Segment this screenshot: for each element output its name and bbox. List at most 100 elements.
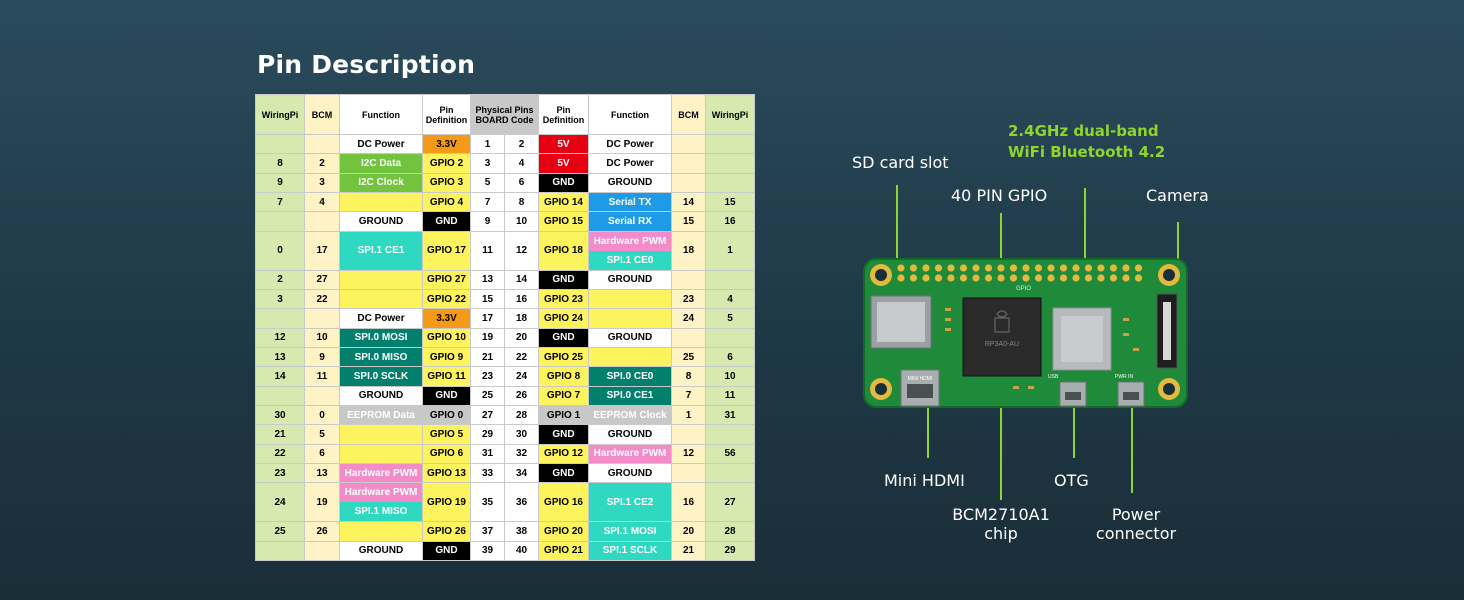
pin-definition-left-cell: GPIO 13 xyxy=(422,463,471,484)
physical-pin-right-cell: 18 xyxy=(504,308,539,329)
function-right-cell: Serial TX xyxy=(588,192,672,213)
bcm-left-cell: 0 xyxy=(304,405,340,426)
pin-definition-left-cell: GPIO 3 xyxy=(422,172,471,194)
wifi-label-line2: WiFi Bluetooth 4.2 xyxy=(1008,143,1166,161)
function-left-cell: GROUND xyxy=(339,211,423,232)
gpio-pad xyxy=(1072,264,1080,272)
physical-pin-left-cell: 3 xyxy=(470,153,505,174)
wiringpi-left-cell xyxy=(255,308,305,329)
gpio-pad xyxy=(1109,264,1118,272)
wiringpi-left-cell: 25 xyxy=(255,521,305,542)
bcm-right-cell: 18 xyxy=(671,230,706,271)
pin-definition-right-cell: GND xyxy=(538,327,589,348)
function-right-cell xyxy=(588,308,672,329)
function-left-cell-part: SPI.1 MISO xyxy=(340,502,422,521)
header-wiringpi-left: WiringPi xyxy=(255,94,305,135)
gpio-pad xyxy=(1122,274,1130,282)
physical-pin-left-cell: 17 xyxy=(470,308,505,329)
bcm-left-cell: 22 xyxy=(304,288,340,310)
physical-pin-left-cell: 27 xyxy=(470,405,505,426)
function-right-cell: GROUND xyxy=(588,463,672,484)
bcm-right-cell: 16 xyxy=(671,482,706,523)
pin-definition-right-cell: GPIO 7 xyxy=(538,385,589,407)
page-title: Pin Description xyxy=(257,50,476,79)
pin-definition-left-cell: GPIO 2 xyxy=(422,153,471,174)
sd-card-leader xyxy=(896,185,898,295)
bcm-right-cell: 1 xyxy=(671,405,706,426)
wiringpi-right-cell: 28 xyxy=(705,521,755,542)
pin-definition-left-cell: 3.3V xyxy=(422,133,471,155)
gpio-pad xyxy=(909,274,918,282)
physical-pin-right-cell: 30 xyxy=(504,424,539,445)
gpio-pad xyxy=(1097,264,1105,272)
physical-pin-right-cell: 36 xyxy=(504,482,539,523)
gpio-pad xyxy=(1072,274,1080,282)
pin-definition-left-cell: GPIO 6 xyxy=(422,443,471,465)
power-label-line1: Power xyxy=(1111,505,1161,524)
header-physical-pins: Physical Pins BOARD Code xyxy=(470,94,539,135)
wiringpi-right-cell: 4 xyxy=(705,288,755,310)
gpio-pad xyxy=(1009,264,1018,272)
wiringpi-right-cell: 31 xyxy=(705,405,755,426)
function-right-cell: SPI.1 CE2 xyxy=(588,482,672,523)
wiringpi-right-cell xyxy=(705,153,755,174)
gpio-pad xyxy=(934,264,943,272)
physical-pin-left-cell: 5 xyxy=(470,172,505,194)
gpio-pad xyxy=(947,274,955,282)
function-left-cell: I2C Data xyxy=(339,153,423,174)
wiringpi-right-cell xyxy=(705,172,755,194)
gpio-pad xyxy=(922,264,930,272)
wiringpi-left-cell: 22 xyxy=(255,443,305,465)
otg-usb-port-opening xyxy=(1065,392,1081,400)
bcm-left-cell xyxy=(304,385,340,407)
wiringpi-right-cell: 16 xyxy=(705,211,755,232)
usb-silkscreen: USB xyxy=(1048,374,1059,380)
wiringpi-right-cell xyxy=(705,133,755,155)
physical-pin-right-cell: 34 xyxy=(504,463,539,484)
pin-definition-right-cell: GPIO 21 xyxy=(538,540,589,561)
bcm-right-cell xyxy=(671,327,706,348)
gpio-silkscreen: GPIO xyxy=(1016,286,1031,292)
physical-pin-right-cell: 28 xyxy=(504,405,539,426)
pin-definition-right-cell: GND xyxy=(538,463,589,484)
camera-label: Camera xyxy=(1146,186,1209,205)
physical-pin-right-cell: 4 xyxy=(504,153,539,174)
bcm-left-cell: 5 xyxy=(304,424,340,445)
physical-pin-left-cell: 35 xyxy=(470,482,505,523)
function-right-cell-part: SPI.1 CE0 xyxy=(589,250,671,270)
wiringpi-right-cell: 29 xyxy=(705,540,755,561)
gpio-pad xyxy=(1022,264,1030,272)
gpio-pad xyxy=(972,274,980,282)
mini-hdmi-port-opening xyxy=(907,384,933,398)
pin-definition-right-cell: GPIO 14 xyxy=(538,192,589,213)
pin-definition-right-cell: GPIO 12 xyxy=(538,443,589,465)
bcm-left-cell: 17 xyxy=(304,230,340,271)
physical-pin-right-cell: 16 xyxy=(504,288,539,310)
wiringpi-left-cell: 12 xyxy=(255,327,305,348)
bcm-right-cell: 24 xyxy=(671,308,706,329)
function-left-cell xyxy=(339,443,423,465)
bcm-left-cell: 4 xyxy=(304,192,340,213)
physical-pin-left-cell: 33 xyxy=(470,463,505,484)
header-function-left: Function xyxy=(339,94,423,135)
gpio-leader xyxy=(1000,213,1002,273)
otg-label: OTG xyxy=(1054,471,1089,490)
function-right-cell: GROUND xyxy=(588,172,672,194)
wiringpi-left-cell: 14 xyxy=(255,366,305,387)
function-right-cell: SPI.1 MOSI xyxy=(588,521,672,542)
bcm-right-cell: 12 xyxy=(671,443,706,465)
function-left-cell: GROUND xyxy=(339,540,423,561)
gpio-pad xyxy=(1084,274,1093,282)
function-left-cell: Hardware PWM xyxy=(339,463,423,484)
wiringpi-right-cell xyxy=(705,424,755,445)
